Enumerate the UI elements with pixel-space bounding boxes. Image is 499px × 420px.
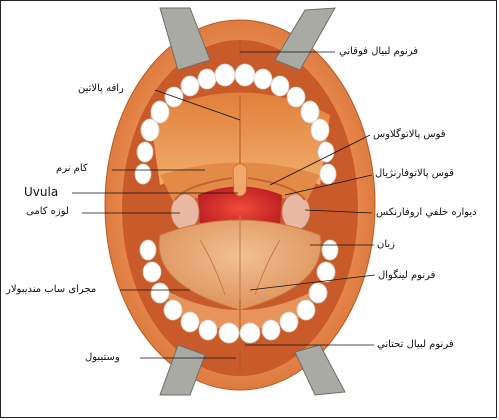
label-lower-labial-frenum: فرنوم لبيال تحتاني	[377, 339, 454, 351]
label-palatine-raphe: رافه پالاتين	[78, 83, 124, 95]
label-palatine-tonsil: لوزه کامی	[26, 206, 69, 218]
retractor-bottom-right	[295, 345, 345, 395]
label-posterior-pharyngeal-wall: ديواره خلفي اروفارنکس	[376, 207, 477, 219]
label-lingual-frenum: فرنوم لينگوال	[378, 270, 435, 282]
label-palatoglossal-arch: قوس پالاتوگلاوس	[373, 129, 446, 141]
label-soft-palate: کام نرم	[56, 163, 88, 175]
label-palatopharyngeal-arch: قوس پالاتوفارنژيال	[375, 168, 454, 180]
label-vestibule: وستيبول	[85, 352, 120, 364]
uvula	[233, 164, 247, 196]
label-tongue: زبان	[377, 239, 395, 251]
label-submandibular-duct: مجرای ساب مندیبولار	[6, 284, 96, 296]
label-uvula: Uvula	[24, 186, 58, 198]
label-upper-labial-frenum: فرنوم لبيال فوقاني	[339, 46, 418, 58]
